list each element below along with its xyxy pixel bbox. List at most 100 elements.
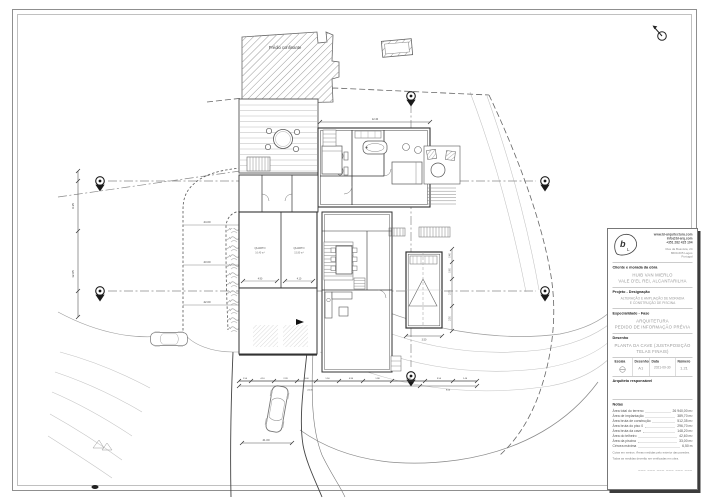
dim-label: 12.05 <box>71 270 75 278</box>
terrain-contours <box>47 91 616 479</box>
drawing-section: Desenho PLANTA DA CAVE (JUSTAPOSIÇÃO TEL… <box>612 332 693 358</box>
dim-label: 4.10 <box>297 279 302 281</box>
deck-terrace <box>238 98 319 174</box>
patio-steps <box>427 187 456 205</box>
round-table <box>273 129 293 149</box>
signature-space <box>613 385 693 396</box>
parked-car <box>150 331 188 347</box>
meta-value: A1 <box>638 365 644 371</box>
meta-value: 1.21 <box>680 365 688 371</box>
phase-section: Especialidade - Fase ARQUITETURA PEDIDO … <box>612 308 693 333</box>
phase-stage: PEDIDO DE INFORMAÇÃO PRÉVIA <box>614 324 691 330</box>
level-label: 43.00 <box>204 260 211 264</box>
room-area: 15,80 m² <box>294 252 304 255</box>
dim-label: 1.50 <box>325 378 330 380</box>
brand-header: b L www.bl-arquitectura.com info@bl-arq.… <box>613 232 693 262</box>
drawing-title: PLANTA DA CAVE (JUSTAPOSIÇÃO <box>614 342 691 348</box>
note-value: 33,00 m² <box>679 439 693 443</box>
note-value: 389,70 m² <box>677 414 693 418</box>
outbuilding <box>380 38 414 58</box>
benchmark-icon <box>405 91 417 108</box>
firm-website: www.bl-arquitectura.com <box>653 233 693 237</box>
house-mid-wing <box>238 174 319 218</box>
firm-phone: +351 282 415 104 <box>666 241 693 245</box>
note-row: Área total do terreno 26 940,00 m² <box>613 409 693 414</box>
dim-label: 9.35 <box>71 203 75 209</box>
firm-address: Rua da Boavista, 24 <box>665 248 693 251</box>
dim-label: 12.40 <box>372 118 379 121</box>
drawing-title: TELAS FINAIS) <box>636 348 669 354</box>
house-top-dimension: 12.40 <box>317 118 433 125</box>
note-key: Área de implantação <box>612 414 644 418</box>
footer-note: Cotas em metros. Áreas medidas pelo exte… <box>612 451 690 455</box>
east-patio <box>423 145 461 205</box>
dining-table <box>330 245 358 275</box>
meta-value: 2021-09-30 <box>653 365 671 370</box>
client-name: HUIB VAN MIERLO <box>632 272 673 278</box>
level-label: 41.00 <box>263 438 270 442</box>
firm-email: info@bl-arq.com <box>666 237 693 241</box>
meta-table: Escala Desenho A1 Data 2021-09-30 <box>612 357 693 376</box>
dim-label: 0.40 <box>449 253 451 258</box>
title-block: b L www.bl-arquitectura.com info@bl-arq.… <box>607 228 698 490</box>
pool-dimension-line: 0.40 0.60 2.70 2.50 <box>449 246 455 334</box>
small-stairs <box>353 277 366 290</box>
project-line: E CONSTRUÇÃO DE PISCINA <box>629 301 676 305</box>
logo-letter-l: L <box>627 247 630 252</box>
meta-header: Número <box>677 359 691 364</box>
left-dimension-line: 9.35 12.05 <box>71 168 81 320</box>
benchmark-icon <box>539 176 551 193</box>
scale-symbol-icon <box>619 366 626 373</box>
room-name: QUARTO <box>293 246 304 250</box>
footer-note: Todas as medidas deverão ser verificadas… <box>612 457 679 461</box>
level-label: 44.00 <box>204 220 211 224</box>
room-area: 16,40 m² <box>255 252 265 255</box>
north-arrow-icon <box>652 25 667 41</box>
client-section: Cliente e morada da obra HUIB VAN MIERLO… <box>612 262 693 287</box>
dim-label: 3.50 <box>422 339 427 342</box>
architect-label: Arquiteto responsável <box>612 378 653 383</box>
note-value: 512,35 m² <box>677 419 693 423</box>
bed <box>391 161 423 185</box>
house-upper-wing <box>317 127 431 208</box>
dim-label: 24.45 <box>307 390 313 392</box>
dim-label: 2.50 <box>449 316 451 321</box>
benchmark-icon <box>94 286 106 303</box>
dim-label: 3.00 <box>304 378 309 380</box>
dim-label: 1.98 <box>375 378 380 380</box>
dim-label: 4.90 <box>258 279 263 281</box>
kitchen <box>324 291 353 319</box>
neighbor-building-label: Prédio confinante <box>269 45 302 50</box>
note-value: 296,70 m² <box>677 424 693 428</box>
side-stairs <box>322 129 337 147</box>
rocks <box>92 439 113 451</box>
road: 41.00 <box>91 351 346 498</box>
note-key: Área bruta da cave <box>612 429 642 433</box>
bottom-dimension-chain: 1.50 4.10 2.28 3.00 1.50 4.90 1.98 5.08 … <box>236 378 480 392</box>
benchmark-icon <box>94 176 106 193</box>
note-row: Área de implantação 389,70 m² <box>613 414 693 419</box>
note-key: Área total do terreno <box>612 409 644 413</box>
meta-header: Desenho <box>634 359 649 364</box>
garage <box>238 287 318 356</box>
dim-label: 3.50 <box>437 378 442 380</box>
dim-label: 9.60 <box>446 390 451 392</box>
house-annex <box>321 211 402 373</box>
logo-letter-b: b <box>620 239 626 249</box>
note-value: 26 940,00 m² <box>672 409 693 413</box>
exterior-step <box>390 355 402 372</box>
client-address: VALE D'EL REI, ALCANTARILHA <box>618 278 687 284</box>
firm-address: Portugal <box>681 255 693 259</box>
firm-logo-icon: b L <box>614 233 637 256</box>
note-key: Área do telheiro <box>612 434 637 438</box>
dim-label: 4.90 <box>349 378 354 380</box>
phase-specialty: ARQUITETURA <box>636 318 669 324</box>
neighbor-building: Prédio confinante <box>241 31 340 105</box>
dim-label: 1.46 <box>463 378 468 380</box>
note-value: 6,50 m <box>682 444 693 448</box>
